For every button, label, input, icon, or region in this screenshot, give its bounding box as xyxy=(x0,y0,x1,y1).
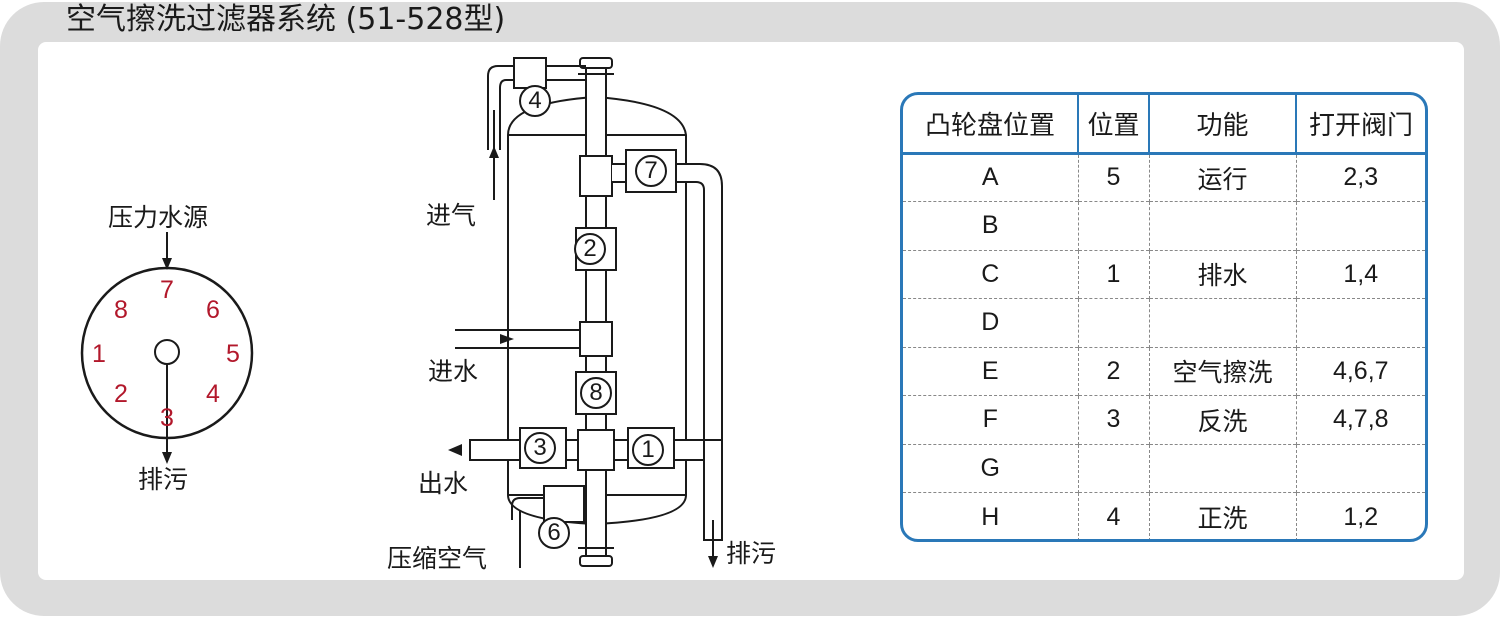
cell-function: 空气擦洗 xyxy=(1148,346,1296,396)
header-cam-position: 凸轮盘位置 xyxy=(903,95,1078,155)
cell-function xyxy=(1148,298,1296,347)
cell-valves xyxy=(1295,201,1425,250)
cell-valves: 1,4 xyxy=(1295,249,1425,299)
dial-hub xyxy=(154,339,180,365)
cell-function: 运行 xyxy=(1148,153,1296,202)
cell-valves: 1,2 xyxy=(1295,492,1425,539)
table-row: E 2 空气擦洗 4,6,7 xyxy=(903,346,1425,396)
cell-function xyxy=(1148,443,1296,493)
cell-position: 4 xyxy=(1077,492,1149,539)
cell-position xyxy=(1077,443,1149,493)
dial-position: 6 xyxy=(206,296,220,324)
cell-function xyxy=(1148,201,1296,250)
dial-position: 5 xyxy=(226,340,240,368)
cell-valves: 4,7,8 xyxy=(1295,395,1425,444)
table-row: A 5 运行 2,3 xyxy=(903,153,1425,202)
dial-position: 1 xyxy=(92,340,106,368)
cam-dial: 压力水源 7 6 5 4 3 2 1 8 排污 xyxy=(0,0,300,618)
table-row: G xyxy=(903,443,1425,493)
cell-valves: 4,6,7 xyxy=(1295,346,1425,396)
table-row: B xyxy=(903,201,1425,250)
dial-position: 4 xyxy=(206,380,220,408)
cell-cam: D xyxy=(903,298,1078,347)
cell-cam: F xyxy=(903,395,1078,444)
dial-graphic xyxy=(80,232,254,464)
cell-cam: A xyxy=(981,163,999,192)
cell-cam: E xyxy=(903,346,1078,396)
cell-position xyxy=(1077,298,1149,347)
table-row: F 3 反洗 4,7,8 xyxy=(903,395,1425,444)
header-open-valves: 打开阀门 xyxy=(1295,95,1425,155)
dial-bottom-label: 排污 xyxy=(138,465,189,494)
cell-cam: G xyxy=(903,443,1078,493)
table-row: C 1 排水 1,4 xyxy=(903,249,1425,299)
cell-cam: B xyxy=(903,201,1078,250)
cell-cam: C xyxy=(903,249,1078,299)
dial-position: 8 xyxy=(114,296,128,324)
header-position: 位置 xyxy=(1077,95,1149,155)
cell-position: 3 xyxy=(1077,395,1149,444)
cell-position: 5 xyxy=(1077,153,1149,202)
dial-position: 7 xyxy=(160,276,174,304)
cell-valves xyxy=(1295,443,1425,493)
page-title: 空气擦洗过滤器系统 (51-528型) xyxy=(66,2,506,37)
cell-position: 1 xyxy=(1077,249,1149,299)
table-header-row: 凸轮盘位置 位置 功能 打开阀门 xyxy=(903,95,1425,155)
cell-cam: H xyxy=(903,492,1078,539)
table-row: H 4 正洗 1,2 xyxy=(903,492,1425,539)
dial-position: 3 xyxy=(160,404,174,432)
dial-position: 2 xyxy=(114,380,128,408)
table-row: D xyxy=(903,298,1425,347)
cam-position-table: 凸轮盘位置 位置 功能 打开阀门 A 5 运行 2,3 B C 1 xyxy=(900,92,1428,542)
cell-valves xyxy=(1295,298,1425,347)
cell-valves: 2,3 xyxy=(1295,153,1425,202)
dial-top-label: 压力水源 xyxy=(108,203,209,232)
cell-position: 2 xyxy=(1077,346,1149,396)
cell-function: 反洗 xyxy=(1148,395,1296,444)
cell-function: 正洗 xyxy=(1148,492,1296,539)
header-function: 功能 xyxy=(1148,95,1296,155)
cell-position xyxy=(1077,201,1149,250)
cell-function: 排水 xyxy=(1148,249,1296,299)
